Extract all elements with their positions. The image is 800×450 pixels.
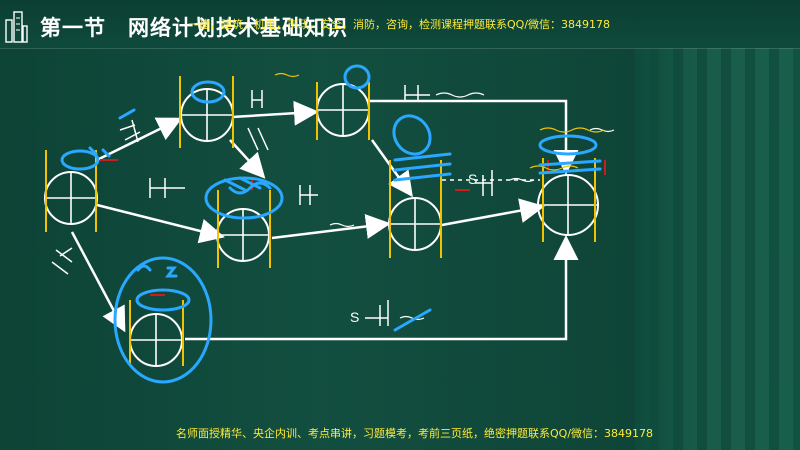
- arrow-3-7: [368, 99, 579, 175]
- building-logo-icon: [5, 11, 28, 43]
- chalk-tick-marks: [51, 85, 493, 326]
- s-label-2: S: [350, 309, 359, 325]
- arrow-5-7: [441, 198, 545, 227]
- arrow-6-7: [185, 235, 579, 341]
- activity-arrows: [70, 99, 579, 341]
- page-title: 第一节网络计划技术基础知识: [40, 12, 348, 42]
- node-3: [316, 82, 370, 140]
- chalk-wavy-lines: [329, 92, 615, 321]
- header-divider: [0, 48, 800, 49]
- node-4: [216, 190, 271, 268]
- promo-banner-bottom: 名师面授精华、央企内训、考点串讲，习题模考，考前三页纸，绝密押题联系QQ/微信：…: [176, 427, 654, 440]
- node-7: [537, 158, 599, 242]
- node-6: [129, 300, 184, 367]
- node-1: [44, 150, 98, 232]
- yellow-wavy-lines: [274, 72, 605, 171]
- arrow-4-5: [271, 214, 391, 240]
- section-number: 第一节: [40, 16, 106, 40]
- node-2: [179, 76, 234, 148]
- s-label-1: S: [468, 171, 477, 187]
- header-bar: [0, 0, 800, 48]
- city-background-image: [635, 0, 800, 450]
- arrow-2-4: [229, 139, 266, 179]
- node-5: [388, 160, 442, 258]
- blue-marker-annotations: [60, 64, 602, 384]
- arrow-1-4: [96, 203, 225, 244]
- arrow-2-3: [231, 100, 319, 126]
- promo-banner-top: 一建，建筑，机电，市政，安全，消防，咨询，检测课程押题联系QQ/微信：38491…: [188, 18, 611, 31]
- section-title: 网络计划技术基础知识: [128, 16, 348, 40]
